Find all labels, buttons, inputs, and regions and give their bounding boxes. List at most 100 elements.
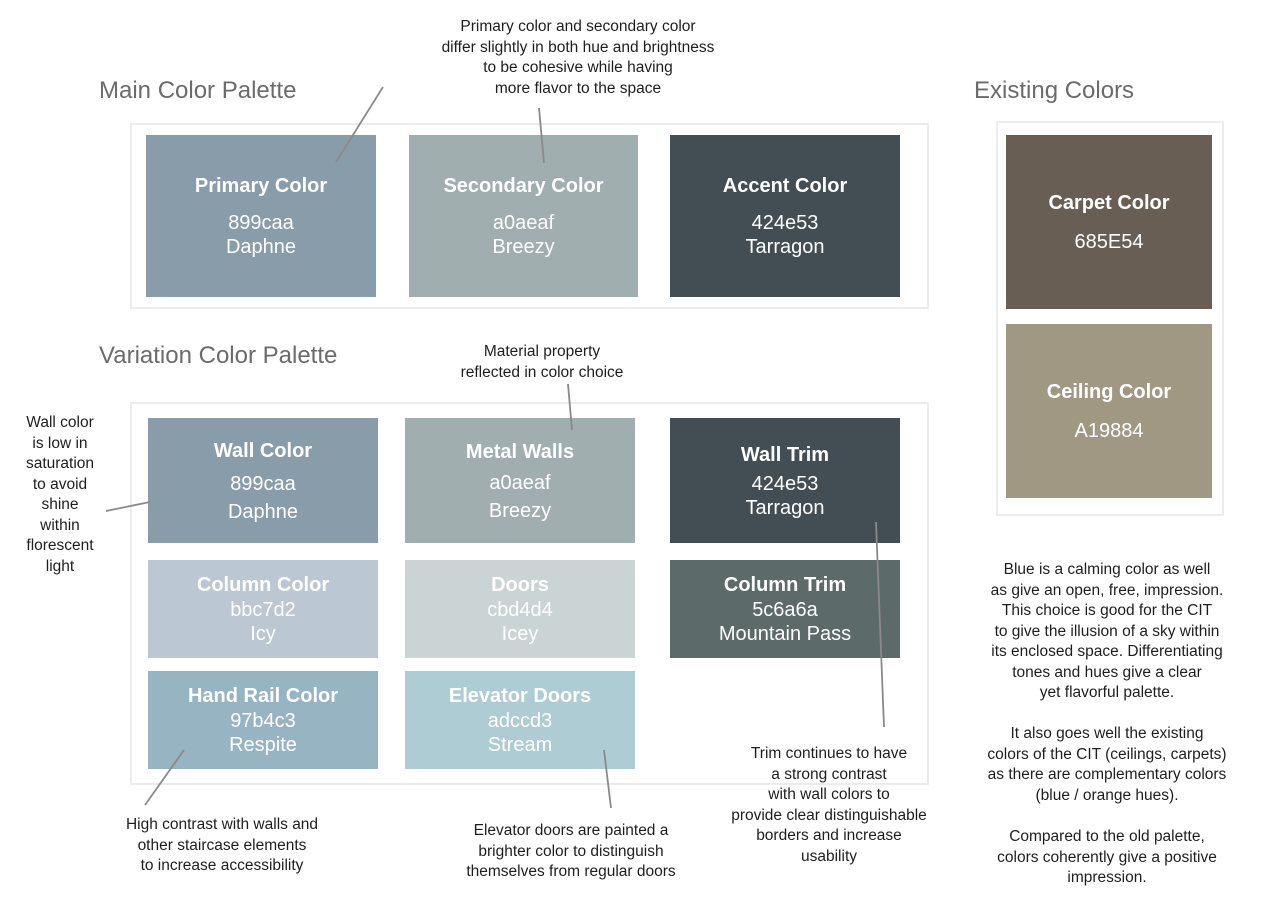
swatch-title: Elevator Doors bbox=[448, 685, 592, 707]
note-line: a strong contrast bbox=[771, 765, 887, 783]
swatch-code: a0aeaf bbox=[489, 471, 551, 494]
note-line: as there are complementary colors bbox=[987, 766, 1227, 783]
swatch-name: Breezy bbox=[492, 236, 555, 258]
note-material: Material property reflected in color cho… bbox=[438, 342, 646, 383]
swatch-title: Ceiling Color bbox=[1046, 381, 1172, 403]
note-line: differ slightly in both hue and brightne… bbox=[441, 38, 715, 56]
swatch-ceiling-color: Ceiling Color A19884 bbox=[1006, 324, 1212, 498]
main-palette-heading: Main Color Palette bbox=[99, 77, 297, 104]
swatch-code: 899caa bbox=[228, 212, 294, 234]
swatch-title: Hand Rail Color bbox=[187, 685, 338, 707]
note-line: This choice is good for the CIT bbox=[1001, 602, 1213, 619]
swatch-carpet-color: Carpet Color 685E54 bbox=[1006, 135, 1212, 309]
note-line: colors coherently give a positive bbox=[997, 848, 1217, 866]
swatch-metal-walls: Metal Walls a0aeaf Breezy bbox=[405, 418, 635, 543]
note-line: to give the illusion of a sky within bbox=[994, 622, 1220, 640]
note-primary-secondary: Primary color and secondary color differ… bbox=[420, 17, 736, 99]
note-line: (blue / orange hues). bbox=[1035, 786, 1179, 804]
swatch-code: 899caa bbox=[230, 472, 296, 495]
note-line: other staircase elements bbox=[137, 836, 307, 854]
swatch-wall-color: Wall Color 899caa Daphne bbox=[148, 418, 378, 543]
note-line: to avoid bbox=[32, 475, 88, 493]
note-line: saturation bbox=[25, 455, 95, 472]
swatch-title: Doors bbox=[491, 574, 549, 596]
note-line: Elevator doors are painted a bbox=[473, 822, 669, 839]
swatch-name: Icy bbox=[250, 623, 276, 645]
swatch-code: A19884 bbox=[1074, 420, 1144, 442]
swatch-title: Column Trim bbox=[723, 574, 847, 596]
swatch-title: Wall Trim bbox=[740, 443, 830, 466]
note-line: reflected in color choice bbox=[460, 363, 624, 381]
note-line: provide clear distinguishable bbox=[731, 806, 927, 824]
note-line: brighter color to distinguish bbox=[478, 842, 664, 860]
swatch-name: Daphne bbox=[225, 236, 297, 258]
swatch-title: Primary Color bbox=[194, 175, 328, 197]
note-line: usability bbox=[801, 847, 857, 865]
swatch-name: Stream bbox=[487, 734, 553, 756]
variation-palette-frame bbox=[130, 402, 929, 785]
main-palette-frame bbox=[130, 123, 929, 309]
swatch-code: 424e53 bbox=[751, 212, 819, 234]
note-line: It also goes well the existing bbox=[1010, 725, 1204, 742]
swatch-column-trim: Column Trim 5c6a6a Mountain Pass bbox=[670, 560, 900, 658]
note-line: as give an open, free, impression. bbox=[990, 581, 1224, 599]
swatch-code: 685E54 bbox=[1074, 231, 1144, 253]
note-wall: Wall color is low in saturation to avoid… bbox=[12, 413, 108, 577]
note-line: Material property bbox=[483, 343, 601, 360]
swatch-code: bbc7d2 bbox=[230, 599, 296, 621]
note-line: florescent bbox=[26, 537, 94, 554]
swatch-title: Wall Color bbox=[213, 439, 313, 462]
note-blue: Blue is a calming color as well as give … bbox=[962, 560, 1252, 704]
note-compare: Compared to the old palette, colors cohe… bbox=[962, 827, 1252, 889]
swatch-accent-color: Accent Color 424e53 Tarragon bbox=[670, 135, 900, 297]
swatch-column-color: Column Color bbc7d2 Icy bbox=[148, 560, 378, 658]
note-line: High contrast with walls and bbox=[125, 816, 319, 833]
note-line: Compared to the old palette, bbox=[1009, 828, 1205, 845]
swatch-name: Mountain Pass bbox=[718, 623, 852, 645]
note-existing: It also goes well the existing colors of… bbox=[962, 724, 1252, 806]
note-line: more flavor to the space bbox=[494, 79, 662, 97]
variation-palette-heading: Variation Color Palette bbox=[99, 342, 338, 369]
note-trim: Trim continues to have a strong contrast… bbox=[712, 744, 946, 867]
note-line: tones and hues give a clear bbox=[1012, 663, 1202, 681]
note-line: is low in bbox=[32, 434, 88, 452]
swatch-title: Metal Walls bbox=[465, 440, 575, 463]
swatch-name: Icey bbox=[501, 623, 539, 645]
note-line: its enclosed space. Differentiating bbox=[991, 643, 1223, 660]
swatch-hand-rail-color: Hand Rail Color 97b4c3 Respite bbox=[148, 671, 378, 769]
note-line: to be cohesive while having bbox=[483, 59, 673, 76]
swatch-code: 424e53 bbox=[751, 472, 819, 495]
note-line: with wall colors to bbox=[768, 786, 890, 803]
swatch-primary-color: Primary Color 899caa Daphne bbox=[146, 135, 376, 297]
note-line: Trim continues to have bbox=[750, 745, 908, 762]
note-line: impression. bbox=[1067, 869, 1147, 886]
existing-colors-heading: Existing Colors bbox=[974, 77, 1135, 104]
swatch-name: Tarragon bbox=[745, 496, 825, 519]
swatch-title: Accent Color bbox=[722, 175, 848, 197]
swatch-name: Respite bbox=[229, 734, 297, 756]
note-line: Blue is a calming color as well bbox=[1003, 561, 1211, 578]
note-line: Primary color and secondary color bbox=[460, 18, 696, 35]
swatch-code: adccd3 bbox=[487, 710, 553, 732]
note-handrail: High contrast with walls and other stair… bbox=[106, 815, 338, 877]
swatch-wall-trim: Wall Trim 424e53 Tarragon bbox=[670, 418, 900, 543]
swatch-title: Column Color bbox=[196, 574, 330, 596]
swatch-name: Tarragon bbox=[745, 236, 825, 258]
swatch-elevator-doors: Elevator Doors adccd3 Stream bbox=[405, 671, 635, 769]
swatch-doors: Doors cbd4d4 Icey bbox=[405, 560, 635, 658]
note-line: to increase accessibility bbox=[140, 857, 304, 874]
note-line: colors of the CIT (ceilings, carpets) bbox=[987, 745, 1227, 763]
swatch-code: 97b4c3 bbox=[230, 710, 296, 732]
note-line: yet flavorful palette. bbox=[1039, 684, 1175, 701]
note-line: borders and increase bbox=[756, 827, 902, 844]
note-line: Wall color bbox=[26, 414, 94, 431]
swatch-code: cbd4d4 bbox=[487, 599, 553, 621]
note-line: shine bbox=[41, 496, 79, 513]
swatch-code: a0aeaf bbox=[492, 212, 555, 234]
swatch-title: Secondary Color bbox=[443, 175, 604, 197]
existing-colors-frame bbox=[996, 121, 1224, 516]
note-line: within bbox=[40, 516, 80, 534]
swatch-secondary-color: Secondary Color a0aeaf Breezy bbox=[409, 135, 638, 297]
note-elevator: Elevator doors are painted a brighter co… bbox=[446, 821, 696, 883]
swatch-name: Breezy bbox=[488, 499, 552, 522]
